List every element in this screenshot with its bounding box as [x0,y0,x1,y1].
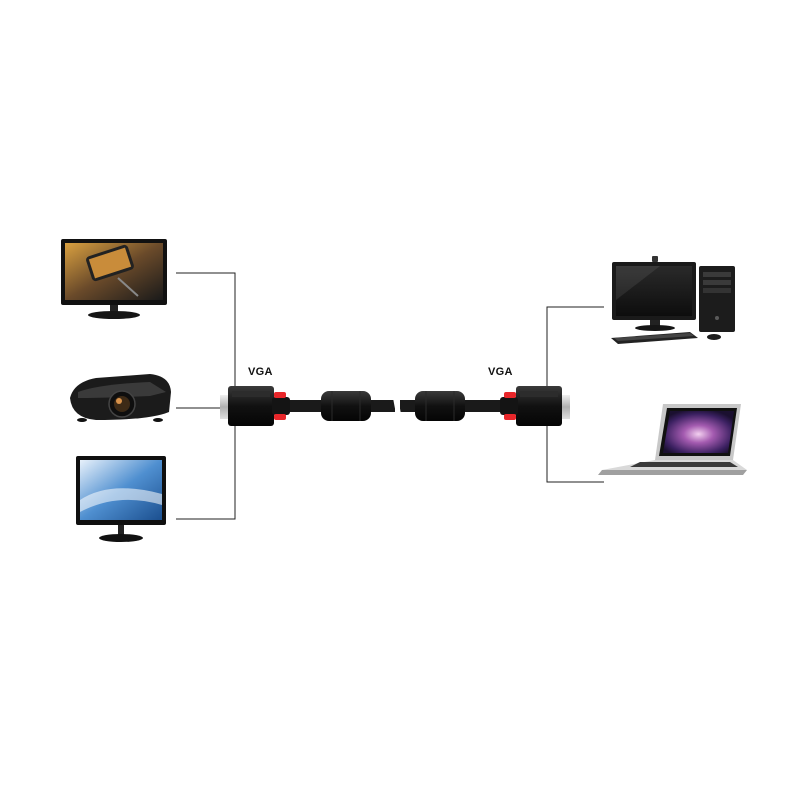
connection-lines [176,272,604,520]
connector-label-left: VGA [248,366,273,378]
vga-cable [220,386,570,426]
vga-connector-left [220,386,290,426]
monitor-icon [76,456,166,542]
ferrite-bead-right [415,391,465,421]
tv-icon [61,239,167,319]
line-laptop [546,422,604,483]
ferrite-bead-left [321,391,371,421]
line-desktop [546,306,604,396]
line-monitor [176,422,236,520]
laptop-icon [598,404,747,475]
connector-label-right: VGA [488,366,513,378]
line-tv [176,272,236,395]
desktop-pc-icon [611,256,735,344]
vga-connector-right [500,386,570,426]
projector-icon [70,374,171,422]
